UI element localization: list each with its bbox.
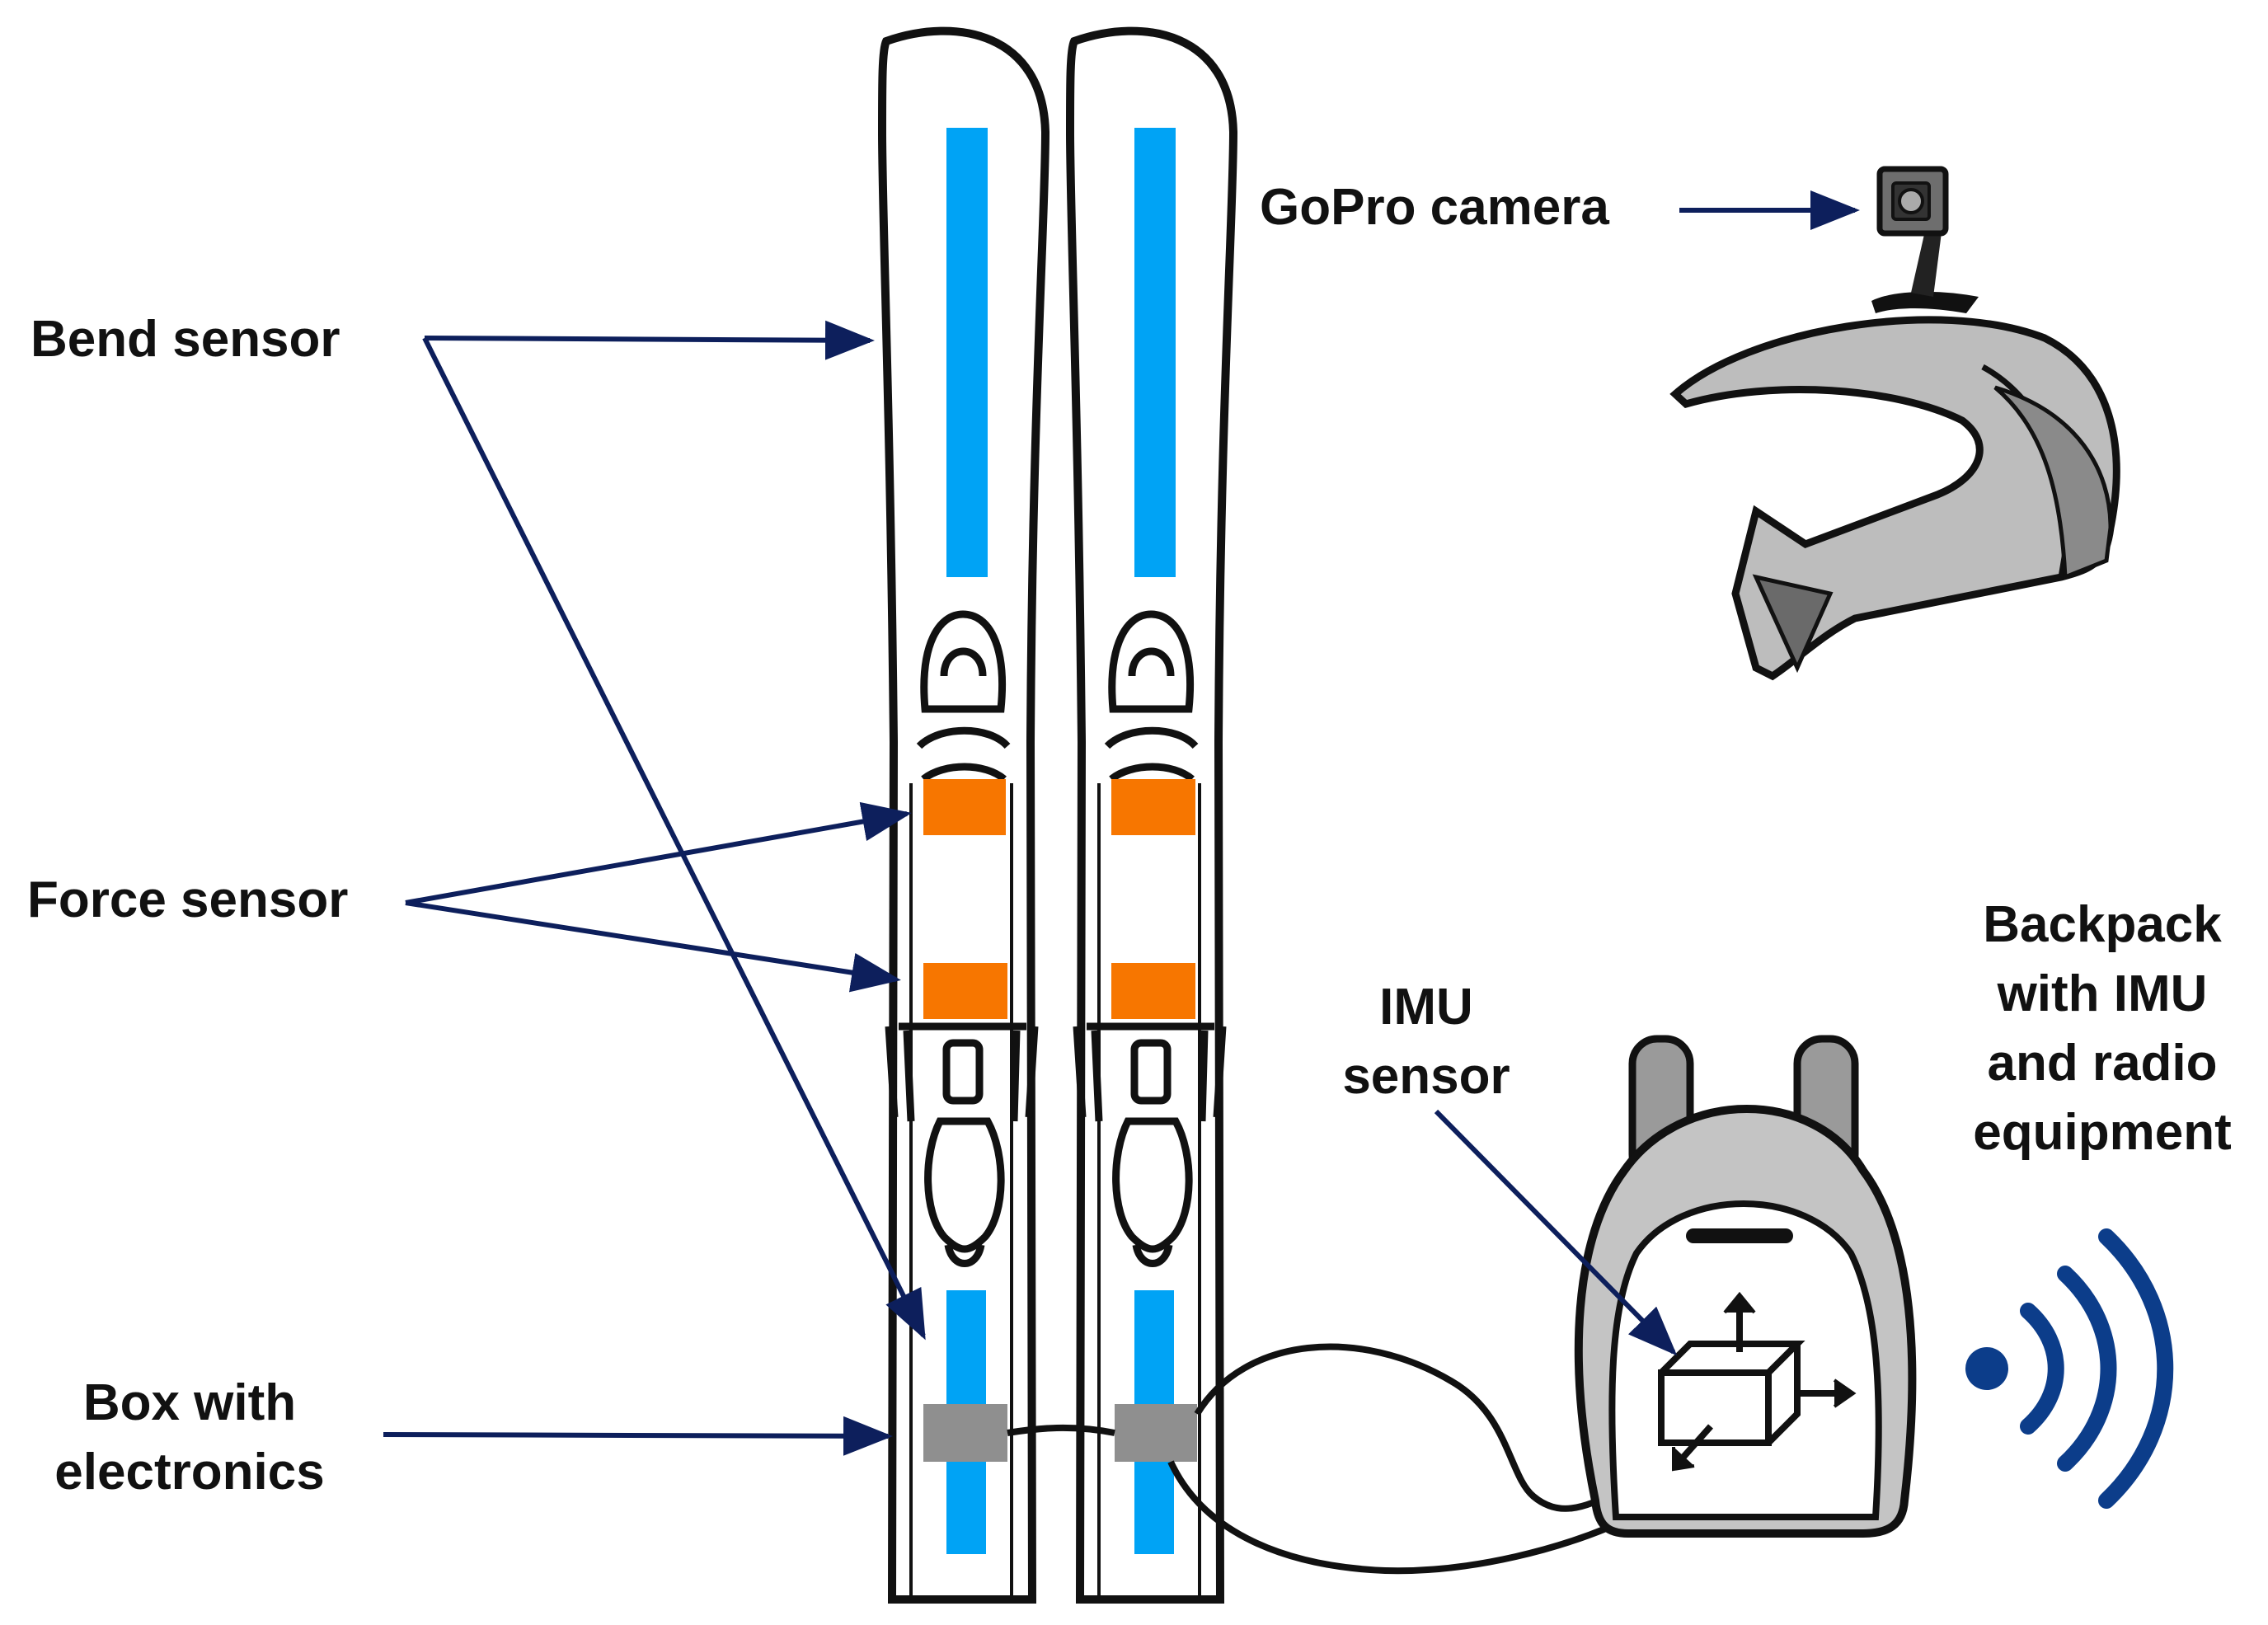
arrow-bend-sensor-bottom <box>422 336 926 1341</box>
arrow-force-sensor-bottom <box>405 900 901 993</box>
gopro-camera-icon <box>1876 166 1949 297</box>
bend-sensor-strip <box>946 128 988 577</box>
force-sensor-pad <box>1111 779 1195 835</box>
label-box-electronics: Box with electronics <box>54 1374 325 1501</box>
annotation-arrows <box>383 190 1860 1456</box>
imu-axes-icon <box>1658 1291 1857 1472</box>
force-sensor-pad <box>923 779 1006 835</box>
binding-heel-right <box>1073 1022 1227 1267</box>
ski-icon-left <box>877 26 1050 1604</box>
arrow-box-electronics <box>383 1416 893 1456</box>
label-imu-sensor: IMU sensor <box>1342 979 1510 1105</box>
arrow-force-sensor-top <box>405 801 912 905</box>
wireless-signal-icon <box>1965 1228 2174 1509</box>
electronics-box <box>1115 1404 1197 1462</box>
arrow-imu-sensor <box>1434 1109 1678 1356</box>
electronics-box <box>923 1404 1007 1462</box>
label-backpack: Backpack with IMU and radio equipment <box>1973 896 2232 1161</box>
arrow-bend-sensor-top <box>424 320 875 360</box>
binding-heel-left <box>885 1022 1039 1267</box>
backpack-icon <box>1574 1035 1917 1538</box>
force-sensor-pad <box>1111 963 1195 1019</box>
label-gopro-camera: GoPro camera <box>1260 179 1609 236</box>
binding-toe-left <box>916 610 1011 782</box>
label-bend-sensor: Bend sensor <box>31 311 340 368</box>
label-force-sensor: Force sensor <box>27 871 349 928</box>
ski-icon-right <box>1065 26 1238 1604</box>
force-sensor-pad <box>923 963 1007 1019</box>
helmet-icon <box>1669 291 2120 681</box>
bend-sensor-strip <box>1134 128 1176 577</box>
binding-toe-right <box>1104 610 1199 782</box>
